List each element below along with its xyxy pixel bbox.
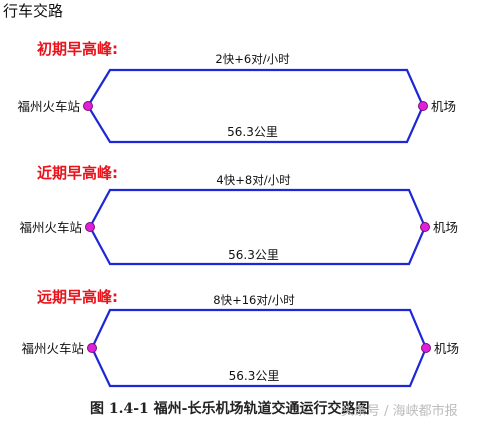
station-label-destination-long-term: 机场: [434, 341, 459, 356]
station-label-origin-near-term: 福州火车站: [19, 220, 82, 235]
station-label-origin-initial: 福州火车站: [17, 99, 80, 114]
distance-label-long-term: 56.3公里: [229, 369, 280, 383]
station-label-origin-long-term: 福州火车站: [21, 341, 84, 356]
frequency-label-initial: 2快+6对/小时: [215, 52, 290, 66]
period-title-near-term: 近期早高峰:: [37, 164, 118, 182]
station-marker-destination-near-term: [420, 222, 430, 232]
station-label-destination-initial: 机场: [431, 99, 456, 114]
watermark: 头条号 / 海峡都市报: [341, 404, 458, 419]
distance-label-initial: 56.3公里: [227, 125, 278, 139]
period-title-initial: 初期早高峰:: [37, 40, 118, 58]
frequency-label-near-term: 4快+8对/小时: [216, 173, 291, 187]
period-title-long-term: 远期早高峰:: [37, 288, 118, 306]
distance-label-near-term: 56.3公里: [228, 248, 279, 262]
frequency-label-long-term: 8快+16对/小时: [213, 293, 295, 307]
page-title: 行车交路: [3, 2, 64, 20]
station-marker-destination-initial: [418, 101, 428, 111]
station-marker-origin-long-term: [87, 343, 97, 353]
station-label-destination-near-term: 机场: [433, 220, 458, 235]
station-marker-origin-near-term: [85, 222, 95, 232]
station-marker-destination-long-term: [421, 343, 431, 353]
figure-caption: 图 1.4-1 福州-长乐机场轨道交通运行交路图: [90, 401, 370, 417]
station-marker-origin-initial: [83, 101, 93, 111]
